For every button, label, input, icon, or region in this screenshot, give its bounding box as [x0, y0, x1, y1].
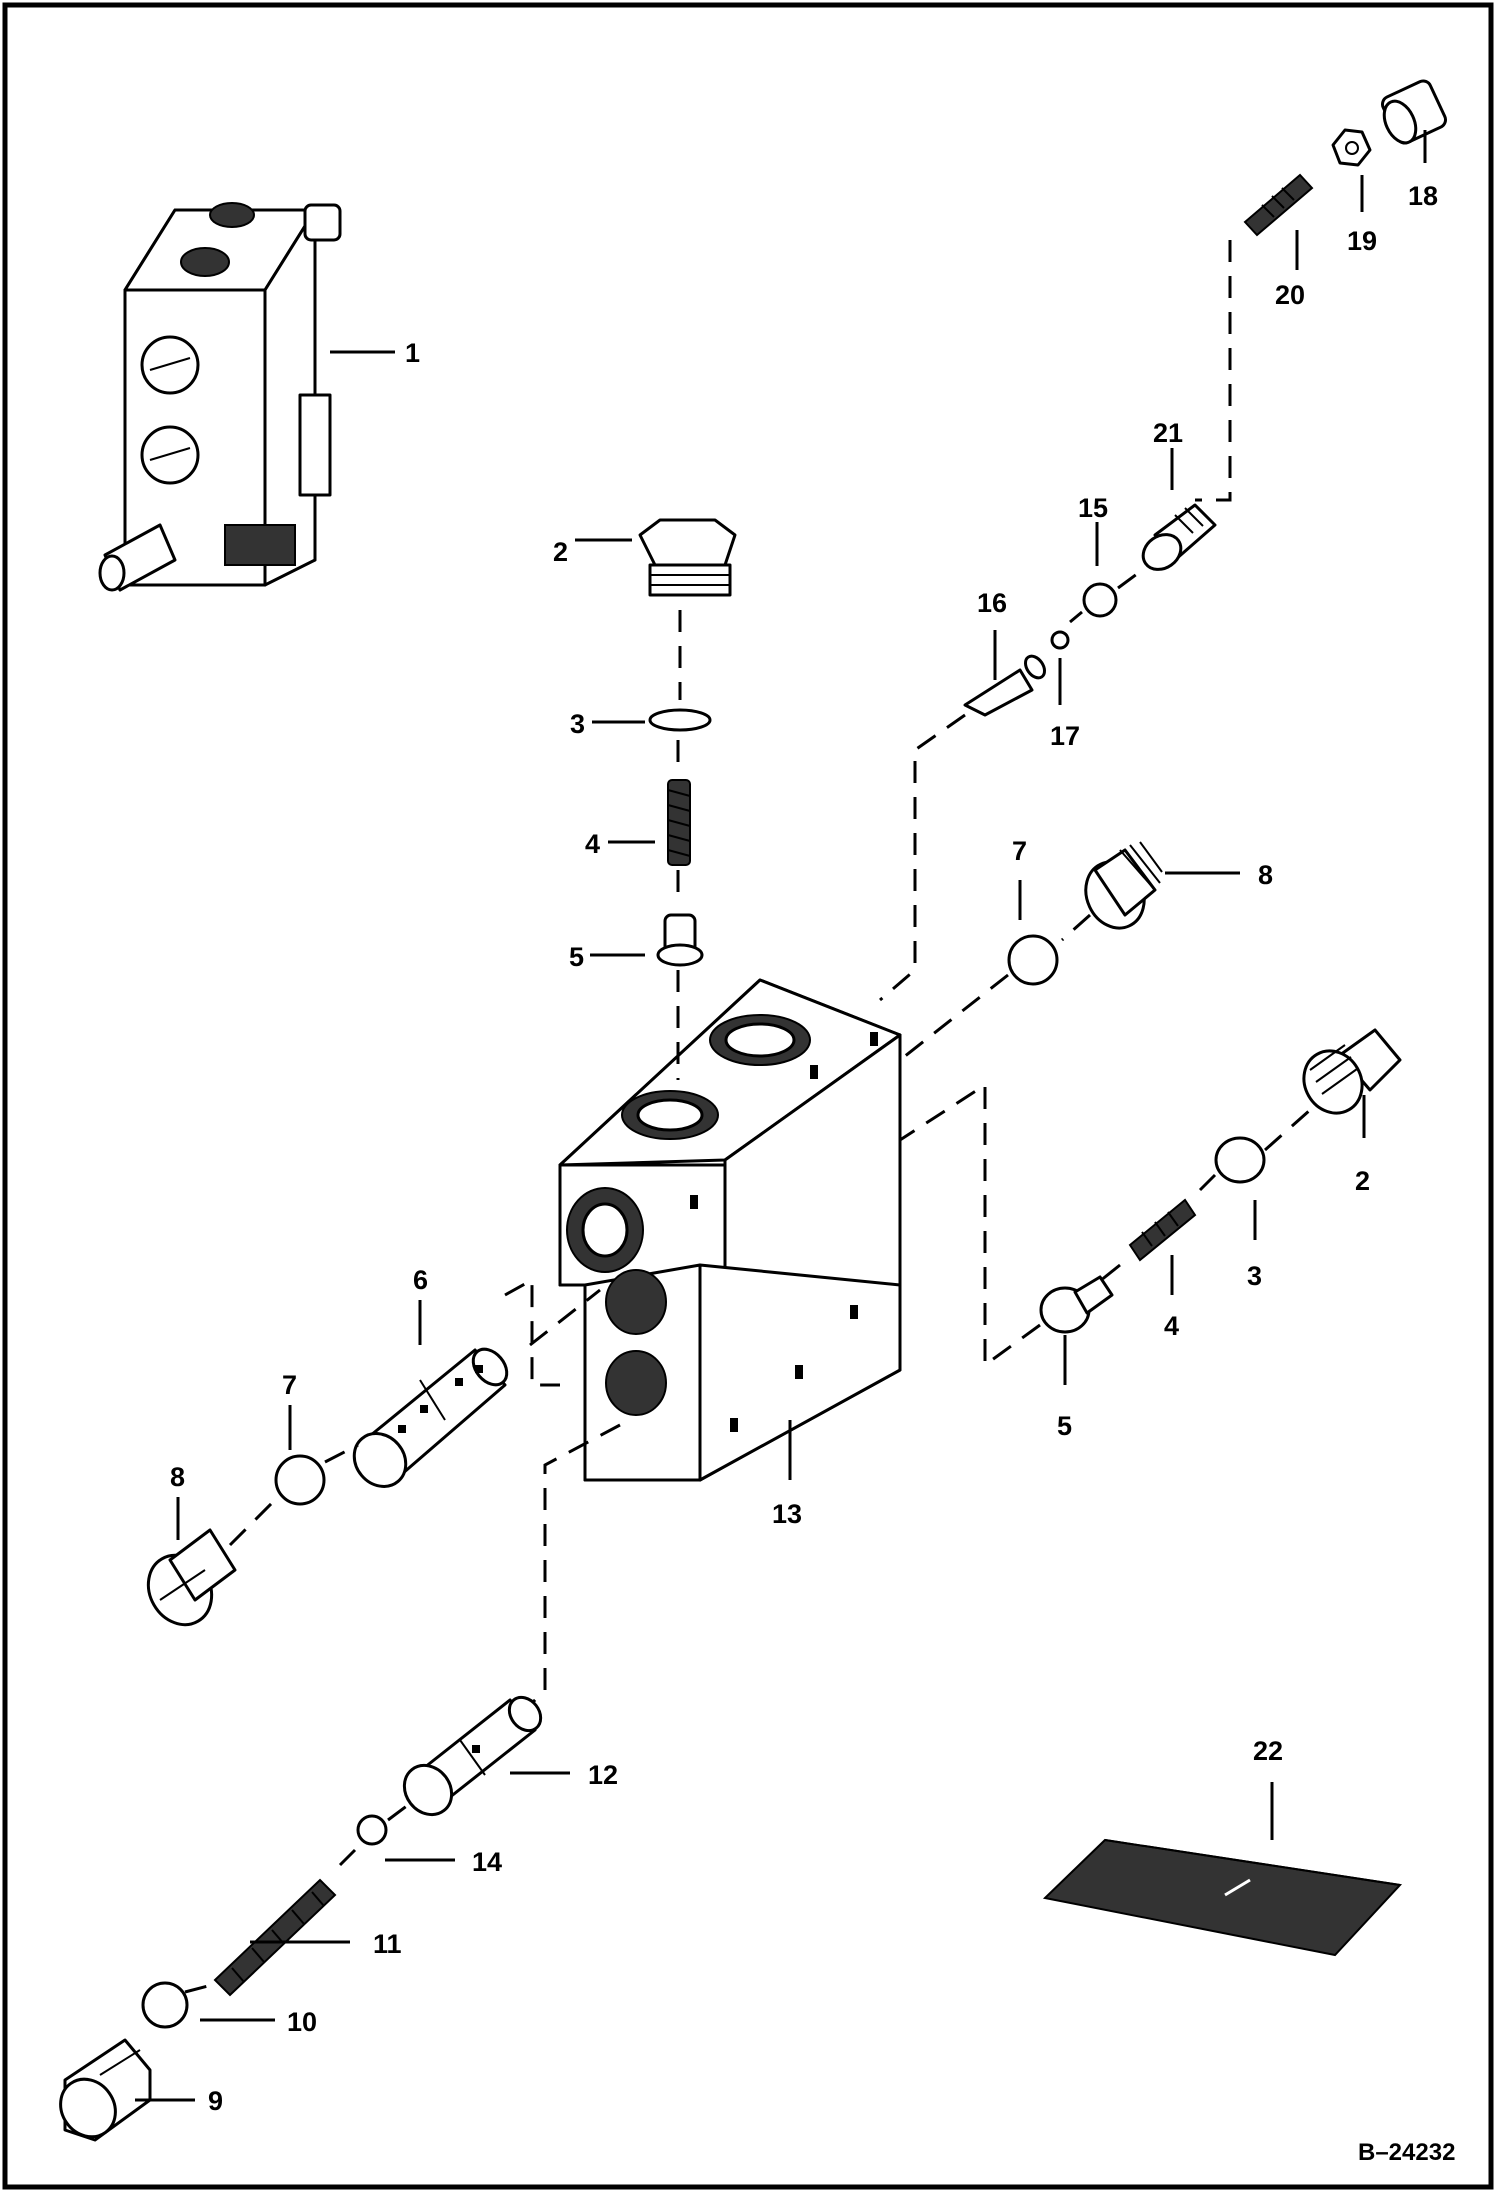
- callout-5-right: 5: [1057, 1411, 1072, 1441]
- part-15-o-ring: [1082, 582, 1118, 618]
- part-8-plug-left: [146, 1528, 237, 1627]
- callout-15: 15: [1078, 493, 1108, 523]
- part-21-relief-housing: [1141, 503, 1217, 571]
- part-8-plug-upper-right: [1084, 841, 1163, 930]
- part-22-decal: [1042, 1838, 1403, 1957]
- callout-8-left: 8: [170, 1462, 185, 1492]
- callout-1: 1: [405, 338, 420, 368]
- callout-11: 11: [373, 1929, 402, 1959]
- part-6-spool: [352, 1347, 509, 1488]
- part-12-spool-lower: [402, 1695, 543, 1817]
- part-1-valve-assembly: [98, 202, 342, 592]
- callout-2-top: 2: [553, 537, 568, 567]
- part-20-adjusting-screw: [1243, 173, 1314, 237]
- drawing-reference-number: B–24232: [1358, 2139, 1455, 2166]
- callout-8-right: 8: [1258, 860, 1273, 890]
- callout-labels: 1 2 3 4 5 6 7 8 7 8 2 3 4 5 9 10 11 12 1…: [170, 181, 1438, 2116]
- callout-16: 16: [977, 588, 1007, 618]
- callout-17: 17: [1050, 721, 1080, 751]
- callout-22: 22: [1253, 1736, 1283, 1766]
- callout-6: 6: [413, 1265, 428, 1295]
- part-4-spring-right: [1128, 1198, 1197, 1262]
- callout-20: 20: [1275, 280, 1305, 310]
- callout-18: 18: [1408, 181, 1438, 211]
- part-7-o-ring-upper-right: [1007, 934, 1059, 986]
- callout-12: 12: [588, 1760, 618, 1790]
- callout-9: 9: [208, 2086, 223, 2116]
- part-2-plug-right: [1302, 1028, 1402, 1115]
- part-14-o-ring: [356, 1814, 388, 1846]
- callout-4-right: 4: [1164, 1311, 1179, 1341]
- part-19-nut: [1331, 128, 1372, 167]
- part-18-cap: [1381, 79, 1447, 145]
- part-4-spring-top: [667, 779, 691, 866]
- part-3-o-ring-top: [648, 708, 712, 732]
- callout-7-left: 7: [282, 1370, 297, 1400]
- part-9-plug-hex: [59, 2038, 152, 2142]
- callout-19: 19: [1347, 226, 1377, 256]
- part-16-poppet-needle: [963, 654, 1047, 717]
- part-11-spring-lower: [213, 1878, 337, 1997]
- callout-14: 14: [472, 1847, 502, 1877]
- part-10-o-ring: [141, 1981, 189, 2029]
- callout-3-top: 3: [570, 709, 585, 739]
- part-5-poppet-right: [1039, 1275, 1114, 1334]
- callout-21: 21: [1153, 418, 1183, 448]
- callout-13: 13: [772, 1499, 802, 1529]
- part-17-ball: [1050, 630, 1070, 650]
- callout-5-top: 5: [569, 942, 584, 972]
- callout-4-top: 4: [585, 829, 600, 859]
- part-7-o-ring-left: [274, 1454, 326, 1506]
- part-3-o-ring-right: [1214, 1136, 1266, 1184]
- part-2-plug-top: [638, 518, 737, 597]
- callout-3-right: 3: [1247, 1261, 1262, 1291]
- part-5-poppet-top: [656, 913, 704, 967]
- callout-10: 10: [287, 2007, 317, 2037]
- callout-2-right: 2: [1355, 1166, 1370, 1196]
- callout-7-right: 7: [1012, 836, 1027, 866]
- part-13-valve-body: [558, 978, 902, 1482]
